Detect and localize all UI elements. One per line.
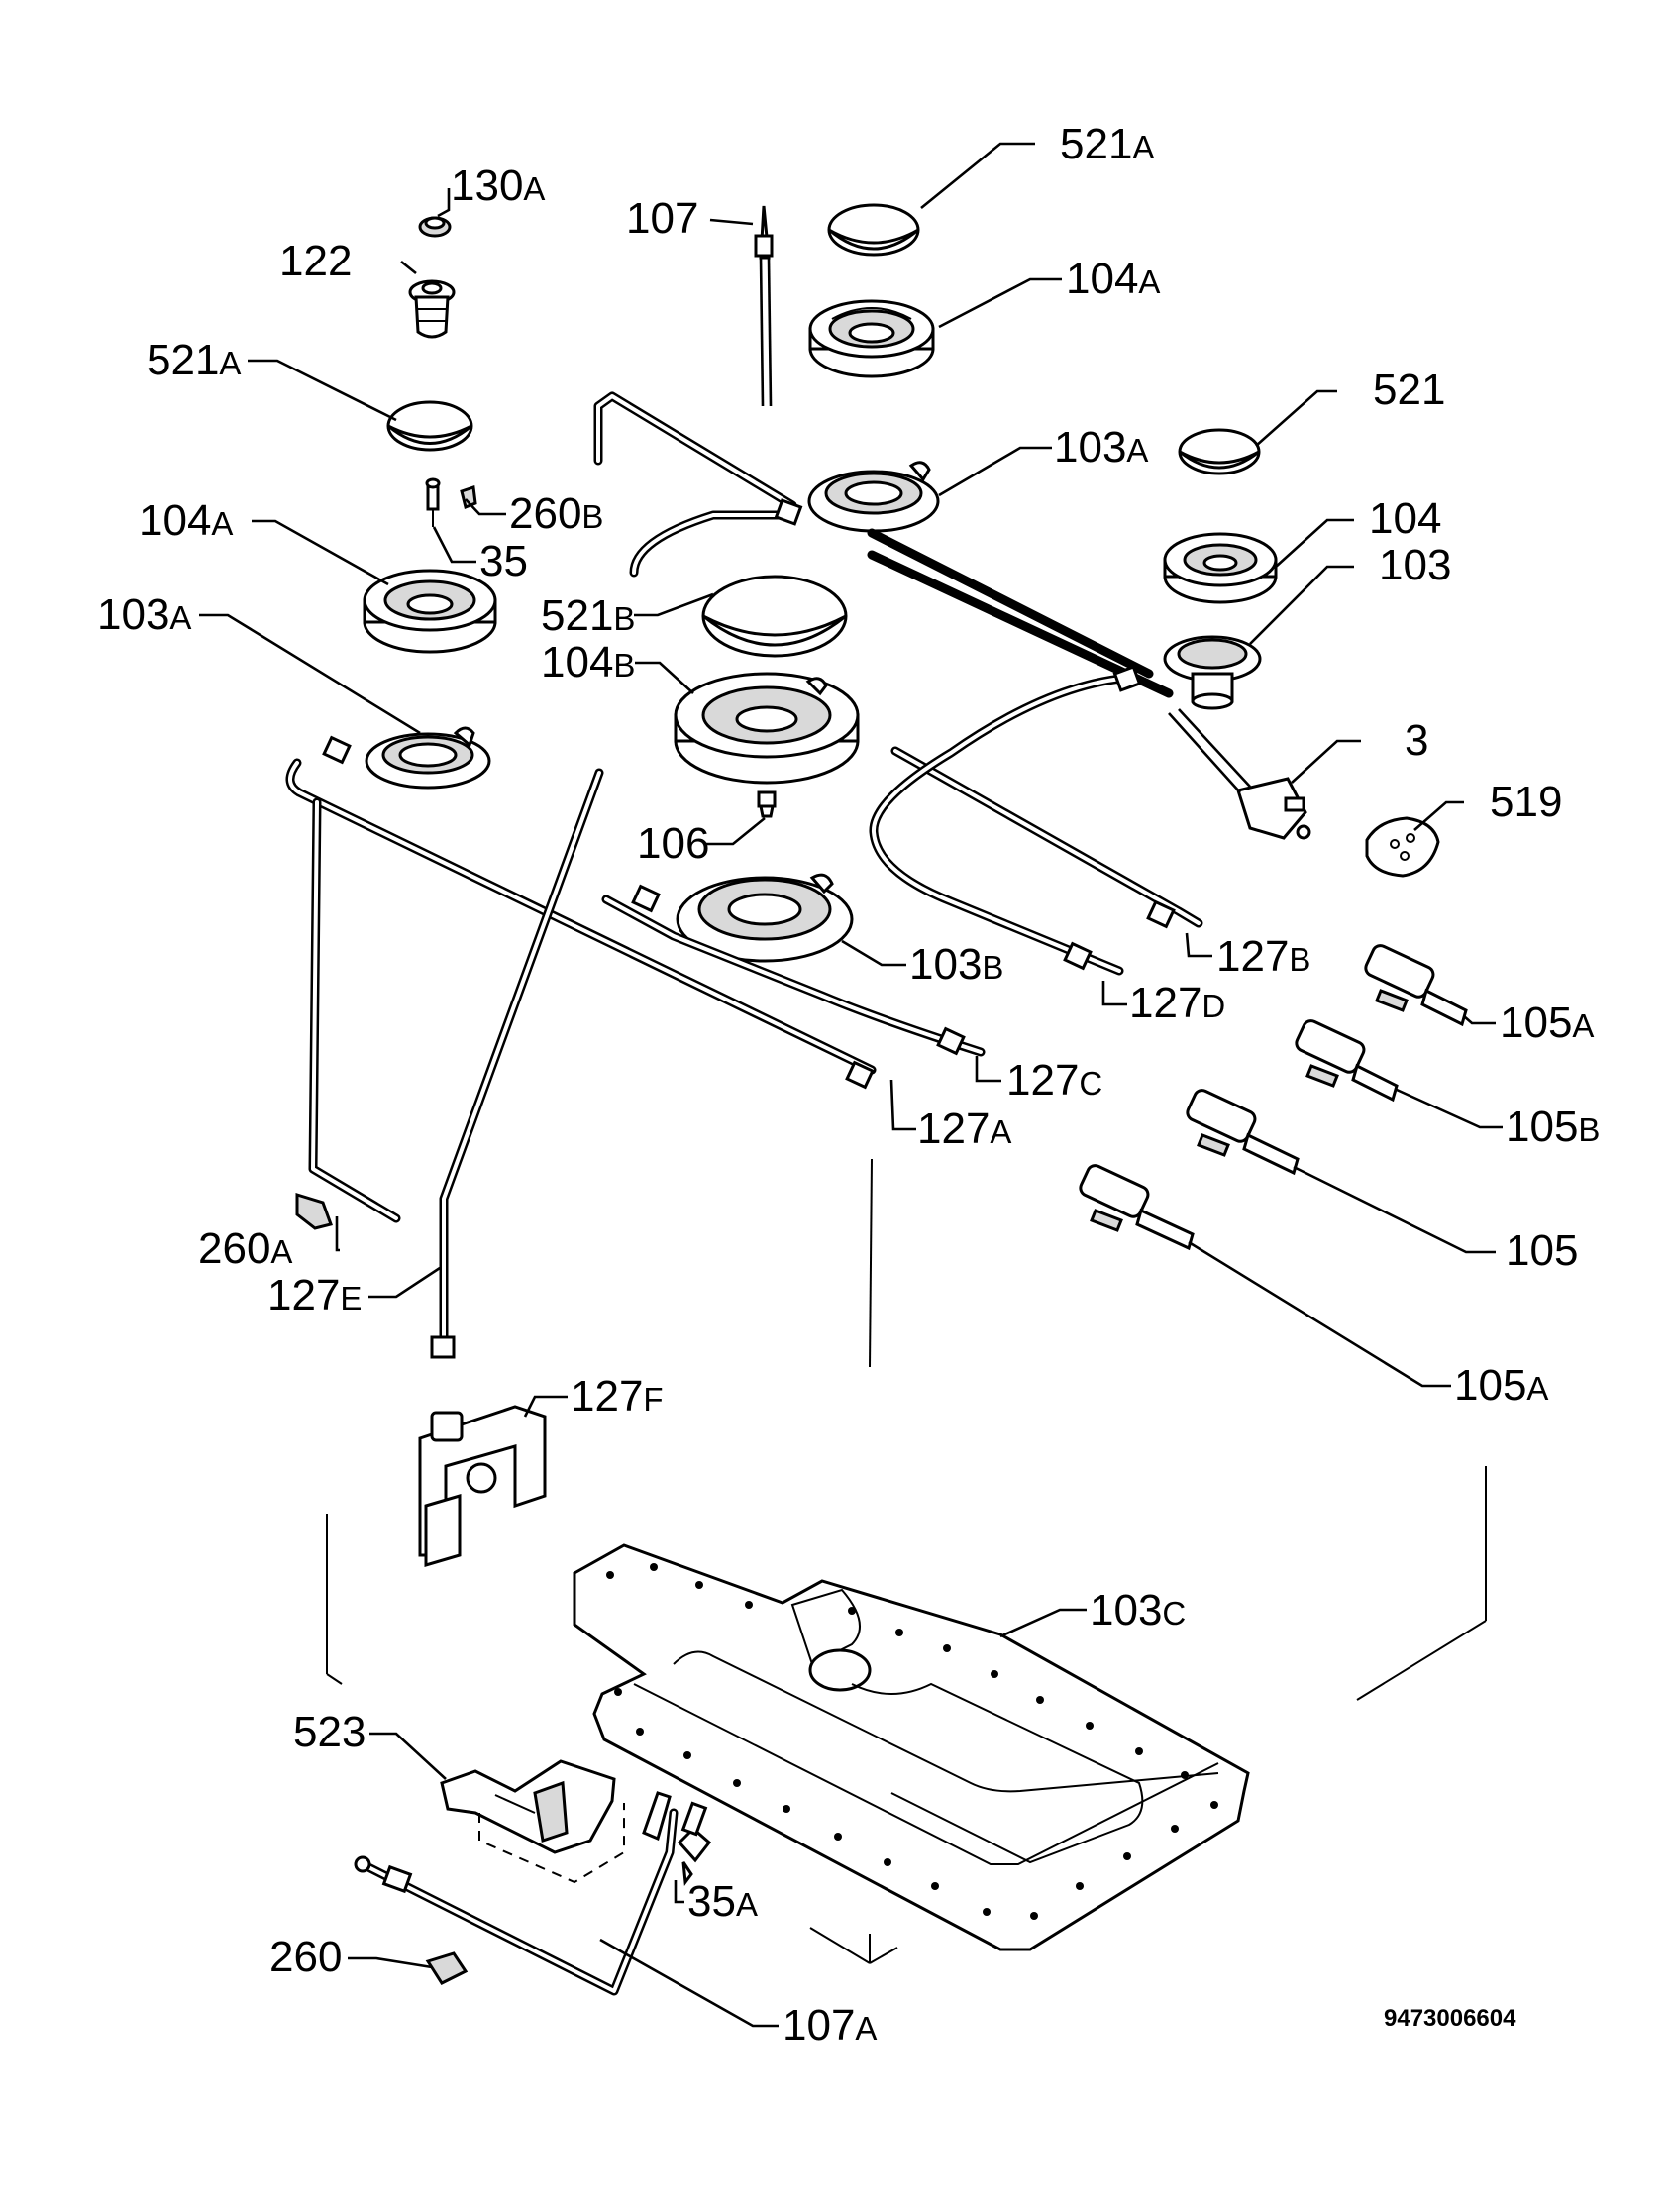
part-104a-burner-left (363, 569, 497, 654)
parts-drawing (285, 203, 1487, 1996)
label-104a-left: 104A (139, 496, 233, 545)
label-105b: 105B (1506, 1103, 1600, 1151)
part-521b-cap-large (701, 575, 848, 658)
label-104b: 104B (541, 638, 635, 686)
label-105: 105 (1506, 1226, 1578, 1275)
part-103a-burner-base-left (365, 726, 491, 790)
part-127f-bracket (418, 1405, 547, 1568)
part-35-spark-plug (425, 477, 477, 527)
gas-pipes (285, 391, 1203, 1359)
part-122-screw (408, 279, 456, 339)
label-521: 521 (1373, 366, 1445, 414)
label-521a-left: 521A (147, 336, 241, 384)
label-127a: 127A (917, 1105, 1011, 1153)
label-107: 107 (626, 194, 698, 243)
part-107-thermocouple (754, 205, 774, 407)
part-103c-base-tray (573, 1543, 1250, 1951)
label-35: 35 (479, 537, 528, 585)
tray-holes (606, 1563, 1218, 1920)
label-519: 519 (1490, 778, 1562, 826)
part-105-valve (1186, 1089, 1300, 1176)
part-103-burner-base-right (1163, 635, 1262, 710)
label-104a-top: 104A (1066, 255, 1160, 303)
leader-lines (199, 142, 1503, 2028)
part-521a-cap-top (827, 203, 920, 257)
document-number: 9473006604 (1384, 2005, 1516, 2032)
label-103: 103 (1379, 541, 1451, 589)
label-523: 523 (293, 1708, 366, 1756)
label-122: 122 (279, 237, 352, 285)
label-103a-left: 103A (97, 590, 191, 639)
label-105a-top: 105A (1500, 999, 1594, 1047)
part-104-burner-right (1163, 532, 1278, 604)
label-521a-top: 521A (1060, 120, 1154, 168)
label-3: 3 (1405, 716, 1428, 765)
part-105a-valve-bottom (1079, 1164, 1195, 1251)
label-521b: 521B (541, 591, 635, 640)
part-521-cap-right (1178, 428, 1261, 475)
label-106: 106 (637, 819, 709, 868)
part-105b-valve (1295, 1019, 1399, 1103)
construction-lines (326, 1158, 1487, 1964)
part-260a-clip (295, 1192, 333, 1230)
part-521a-cap-left (386, 400, 473, 452)
label-260a: 260A (198, 1224, 292, 1273)
label-103b: 103B (909, 940, 1003, 989)
part-35a-spark-plug (677, 1801, 712, 1886)
label-127f: 127F (571, 1372, 664, 1421)
label-127d: 127D (1129, 979, 1225, 1027)
label-127b: 127B (1216, 932, 1310, 981)
label-103c: 103C (1090, 1586, 1186, 1634)
label-260b: 260B (509, 489, 603, 538)
part-104b-burner-large (674, 672, 860, 785)
part-103a-burner-base-mid (807, 461, 940, 533)
label-260: 260 (269, 1933, 342, 1981)
label-105a-bottom: 105A (1454, 1361, 1548, 1410)
label-35a: 35A (687, 1877, 758, 1926)
label-104: 104 (1369, 494, 1441, 543)
part-103b-burner-base (676, 873, 854, 963)
part-104a-burner-top (808, 299, 935, 378)
part-106-injector (757, 790, 777, 818)
part-3-safety-valve (1168, 708, 1311, 840)
part-519-plate (1365, 816, 1440, 878)
label-127e: 127E (267, 1271, 362, 1319)
part-523-igniter-holder (440, 1759, 625, 1884)
part-labels: 130A122107521A104A521A521103A260B104A351… (97, 120, 1600, 2050)
part-105a-valve-top (1364, 944, 1468, 1027)
label-107a: 107A (783, 2001, 877, 2050)
label-103a-mid: 103A (1054, 423, 1148, 472)
part-130a-washer (418, 216, 452, 238)
label-130a: 130A (451, 161, 545, 210)
label-127c: 127C (1006, 1056, 1102, 1105)
part-107a-thermocouple-lead (354, 1791, 679, 1996)
